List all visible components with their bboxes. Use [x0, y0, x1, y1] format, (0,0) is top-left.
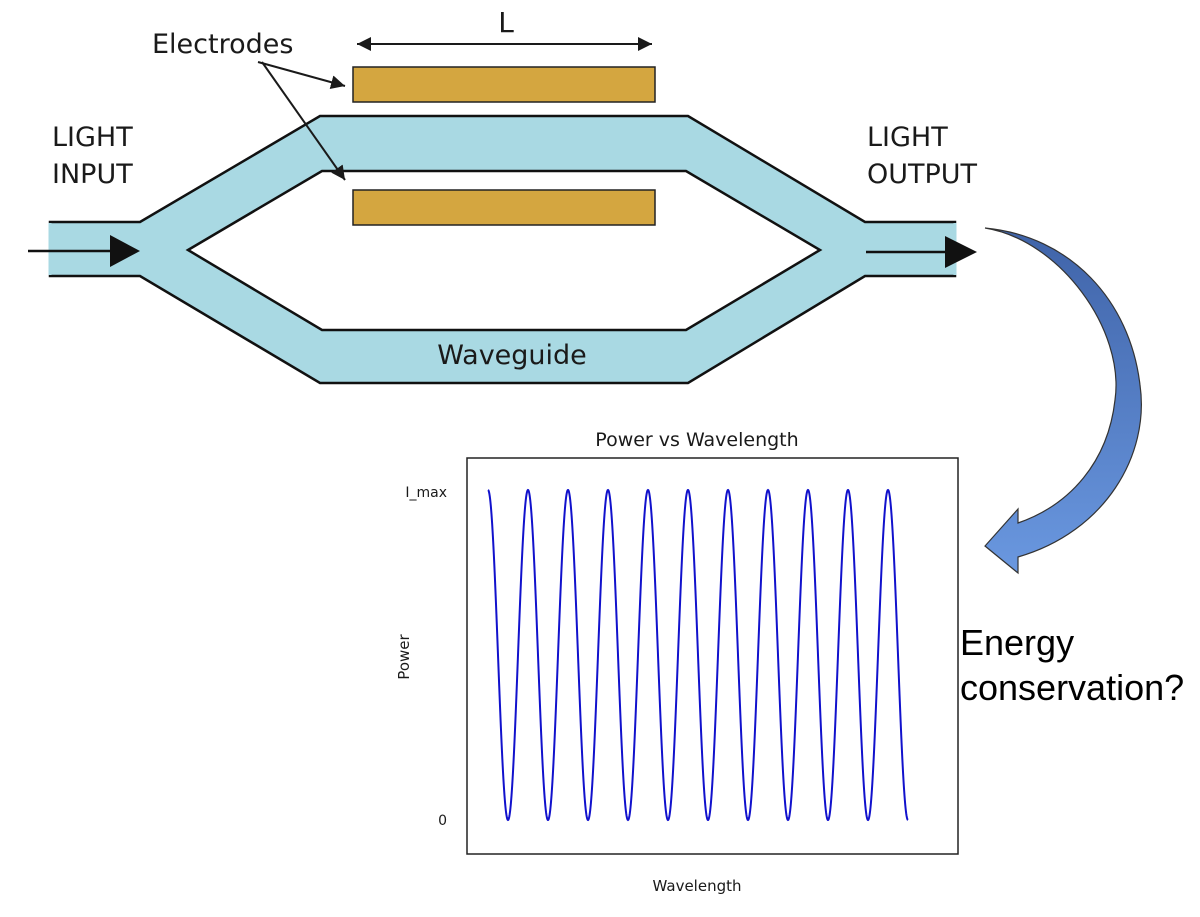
top-electrode	[352, 66, 656, 103]
chart-title: Power vs Wavelength	[595, 429, 798, 451]
input-arrow-head	[110, 235, 140, 267]
y-axis-label: Power	[395, 633, 413, 679]
fringe-series-line	[487, 488, 909, 822]
electrodes-label: Electrodes	[152, 29, 293, 60]
question-line1: Energy	[960, 622, 1074, 663]
question-line2: conservation?	[960, 667, 1184, 708]
x-axis-label: Wavelength	[653, 877, 742, 895]
output-label-line2: OUTPUT	[867, 159, 978, 190]
waveguide	[48, 114, 957, 385]
curved-arrow	[984, 227, 1142, 575]
waveguide-body	[48, 114, 957, 385]
output-arrow-head	[945, 236, 977, 268]
power-chart: Power vs Wavelength I_max 0 Power Wavele…	[395, 429, 959, 895]
input-label-line2: INPUT	[52, 159, 133, 190]
output-label-line1: LIGHT	[867, 122, 948, 153]
waveguide-label: Waveguide	[437, 340, 587, 371]
length-label: L	[498, 6, 514, 39]
ytick-label-zero: 0	[438, 813, 447, 829]
electrode-pointer-top	[257, 61, 346, 90]
plot-frame	[466, 457, 959, 855]
electrode-pointer-bottom	[261, 61, 346, 181]
bottom-electrode	[352, 189, 656, 226]
ytick-label-max: I_max	[405, 485, 447, 501]
input-label-line1: LIGHT	[52, 122, 133, 153]
